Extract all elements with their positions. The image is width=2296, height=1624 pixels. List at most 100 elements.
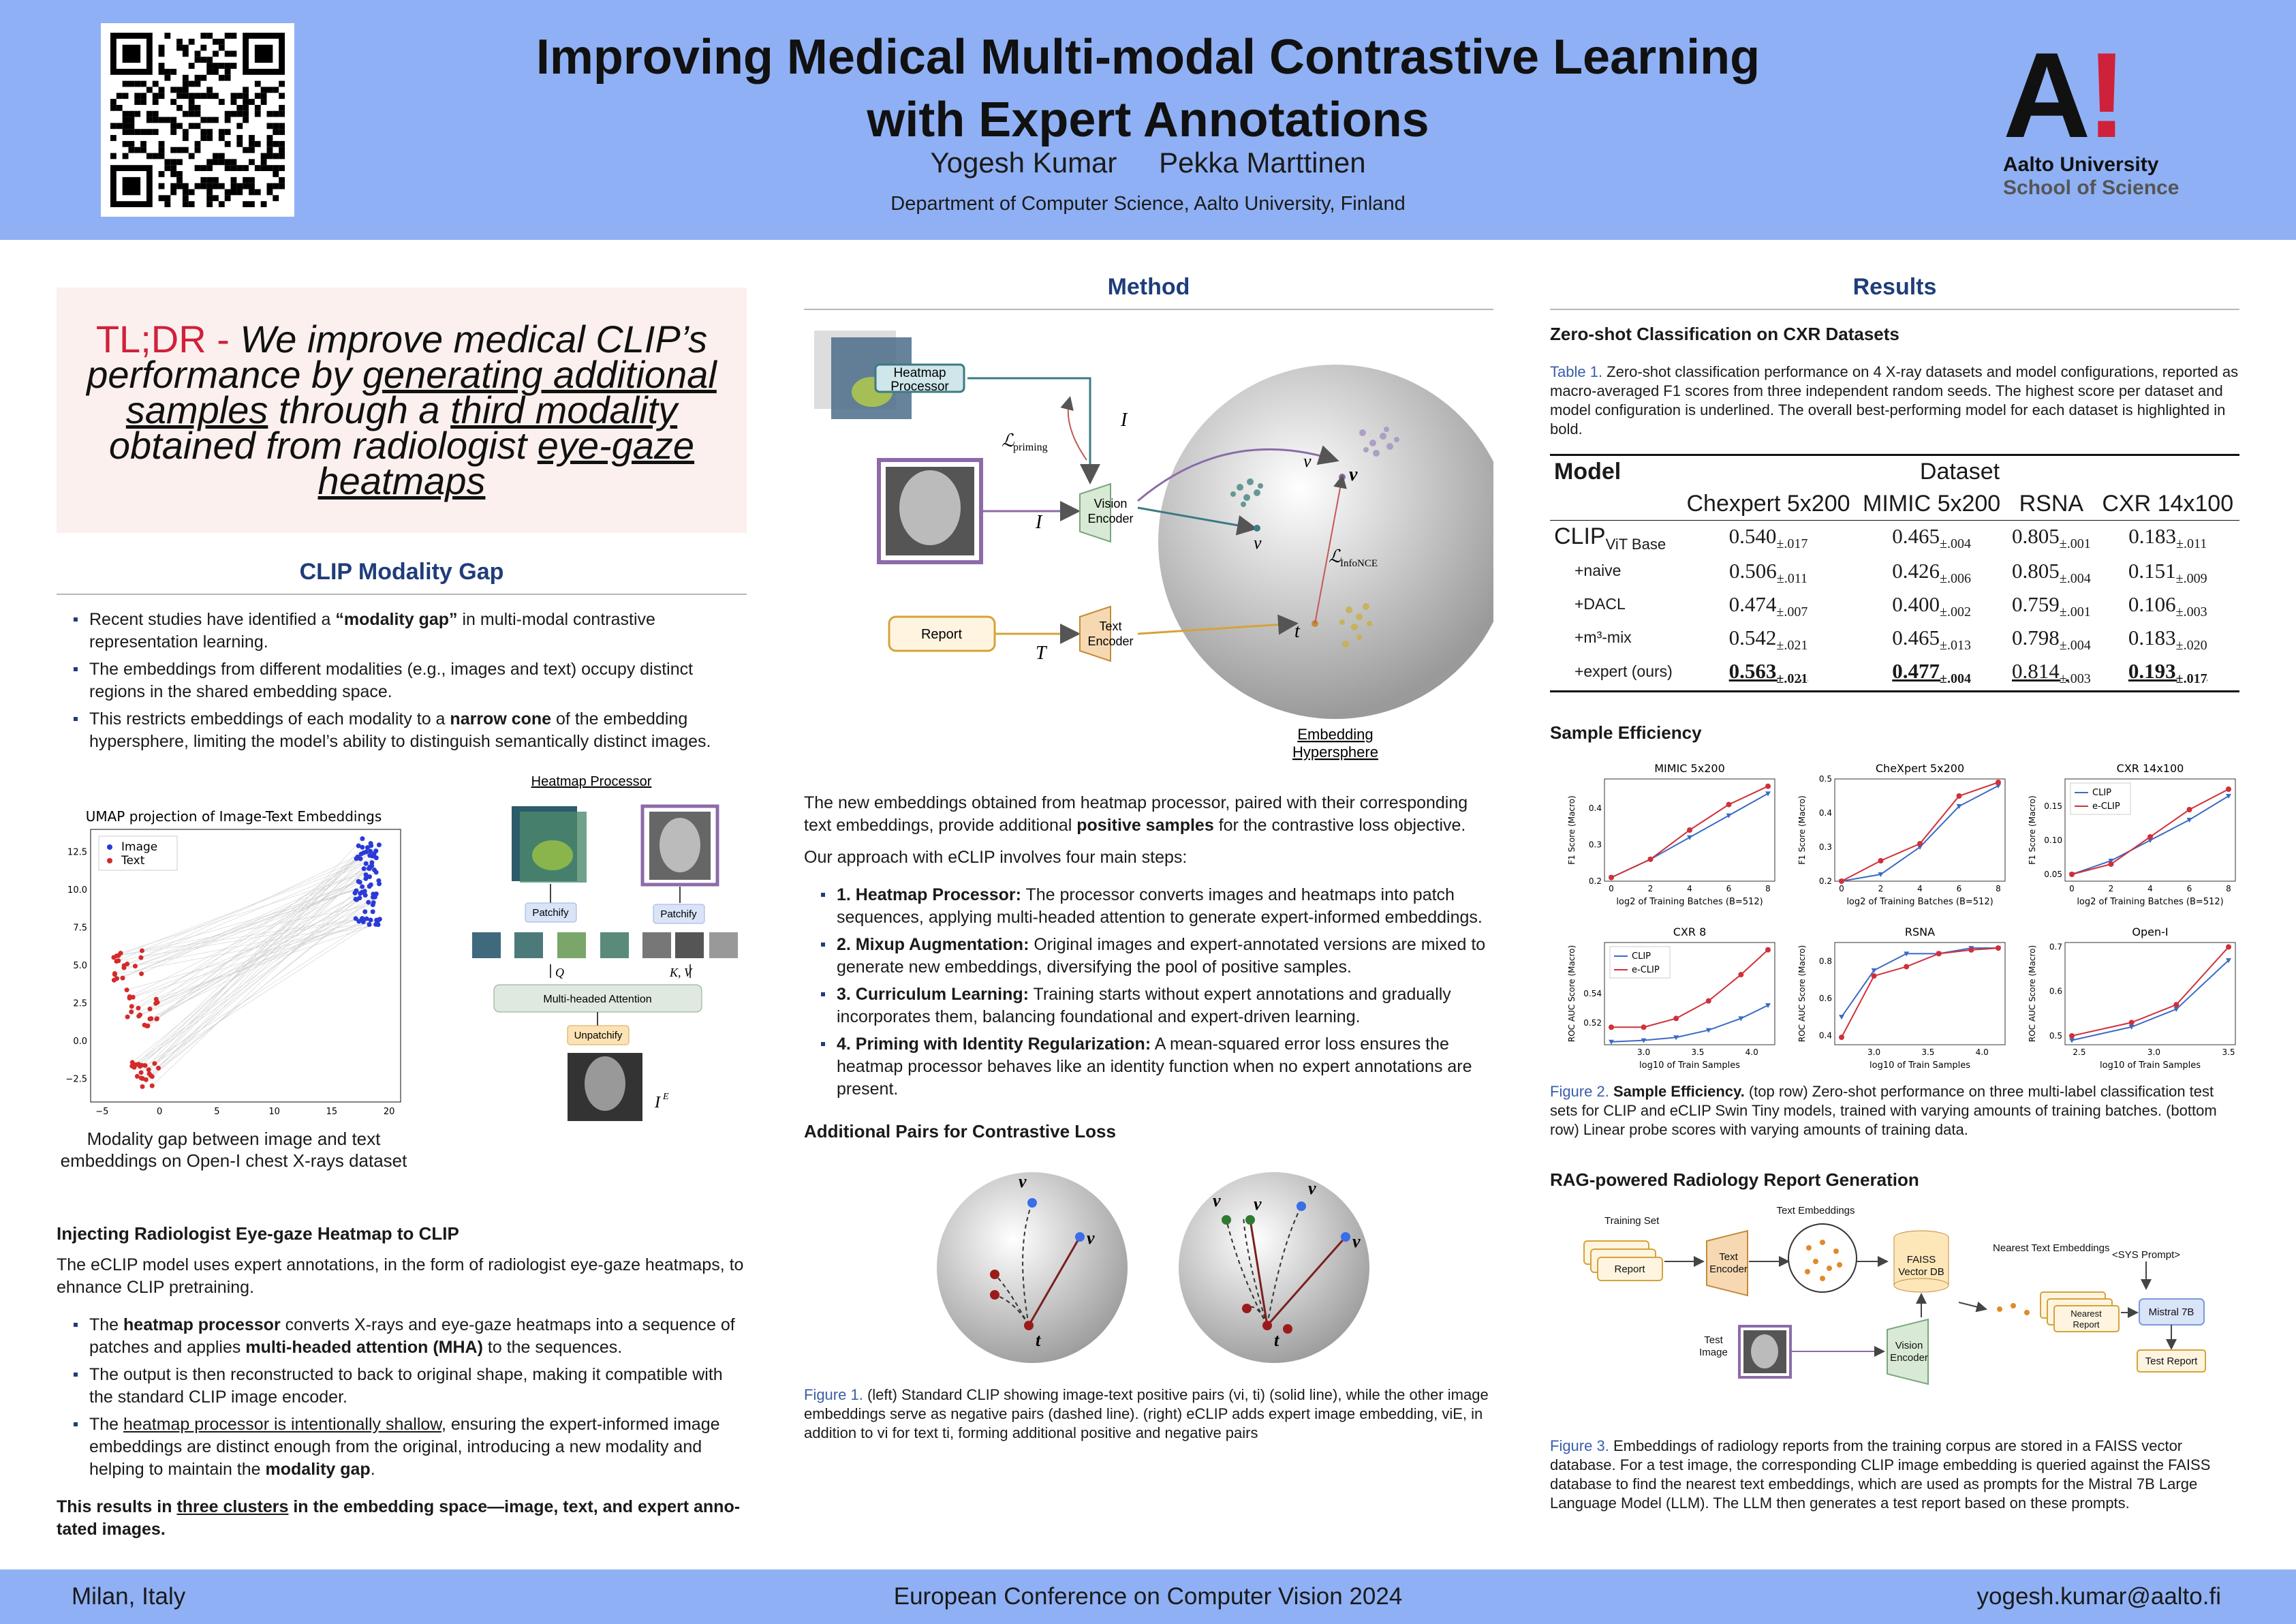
data-point [2173,1007,2179,1012]
svg-text:priming: priming [1013,442,1048,453]
umap-xtick: 5 [214,1107,219,1117]
svg-text:Processor: Processor [890,380,949,394]
data-point [1705,1028,1711,1033]
svg-text:Image: Image [121,840,157,854]
x-tick: 4 [2147,884,2153,893]
table-header-model: Model [1554,459,1622,485]
table-cell: 0.805±.001 [2011,524,2091,552]
data-point [1839,878,1844,884]
data-point [2173,1001,2179,1007]
svg-text:Patchify: Patchify [532,907,569,919]
svg-text:Encoder: Encoder [1087,634,1133,648]
qr-code-image [110,33,285,207]
y-tick: 0.4 [1819,808,1832,818]
results-table: Model Dataset Chexpert 5x200 MIMIC 5x200… [1550,454,2239,692]
poster-title: Improving Medical Multi-modal Contrastiv… [422,26,1874,151]
data-point [1904,964,1910,970]
x-tick: 0 [1839,884,1844,893]
series-line-CLIP [1611,1004,1769,1043]
table-cell: 0.540±.017 [1728,524,1808,552]
series-line-e-CLIP [2071,946,2229,1037]
table-cell: 0.814±.003 [2011,659,2091,687]
table-row-model: +m³-mix [1574,628,1632,647]
svg-text:Encoder: Encoder [1709,1263,1748,1275]
y-label: F1 Score (Macro) [1567,795,1577,864]
list-item: 2. Mixup Augmentation: Original images a… [804,934,1493,979]
svg-text:Text: Text [1099,619,1121,633]
umap-ytick: 12.5 [67,847,87,857]
y-tick: 0.15 [2044,801,2062,811]
rag-title: RAG-powered Radiology Report Generation [1550,1169,1919,1190]
table-col-header: Chexpert 5x200 [1686,491,1850,517]
conclusion: This results in three clusters in the em… [57,1497,741,1539]
series-line-CLIP [1841,947,1998,1017]
svg-text:Vision: Vision [1094,497,1128,510]
chart-title: MIMIC 5x200 [1654,762,1725,775]
data-point [1609,1039,1614,1045]
qr-code[interactable] [101,23,294,217]
table-row-model: CLIPViT Base [1554,523,1666,553]
data-point [2147,833,2153,840]
y-tick: 0.6 [2049,986,2062,996]
umap-xtick: 20 [384,1107,395,1117]
x-tick: 8 [1765,884,1771,893]
umap-text-points [111,948,161,1089]
list-item: The output is then reconstructed to back… [57,1364,747,1409]
data-point [1641,1024,1647,1030]
aalto-logo: A! Aalto University School of Science [2003,35,2207,208]
x-tick: 4 [1917,884,1923,893]
svg-text:t: t [1274,1330,1279,1350]
svg-text:Text: Text [1719,1251,1738,1263]
svg-text:Vision: Vision [1895,1340,1923,1351]
table-row-model: +expert (ours) [1574,662,1673,680]
chart-title: CheXpert 5x200 [1876,762,1964,775]
table-cell: 0.474±.007 [1728,592,1808,620]
list-item: 1. Heatmap Processor: The processor conv… [804,884,1493,929]
table-cell: 0.183±.020 [2128,626,2207,654]
umap-xtick: 10 [268,1107,280,1117]
left-column: TL;DR - We improve medical CLIP’s perfor… [57,240,747,1541]
table-cell: 0.151±.009 [2128,558,2207,586]
data-point [1738,1015,1744,1021]
authors: Yogesh Kumar Pekka Marttinen [422,147,1874,179]
data-point [1996,783,2001,788]
footer-email[interactable]: yogesh.kumar@aalto.fi [1976,1583,2221,1610]
svg-text:CLIP: CLIP [2092,788,2111,798]
data-point [1726,813,1732,818]
list-item: 4. Priming with Identity Regularization:… [804,1033,1493,1101]
chart-title: CXR 14x100 [2117,762,2184,775]
y-label: ROC AUC Score (Macro) [2028,945,2037,1041]
y-tick: 0.2 [1589,876,1602,886]
author-2: Pekka Marttinen [1159,147,1366,179]
svg-text:Report: Report [2073,1319,2099,1330]
svg-text:Heatmap: Heatmap [893,366,946,380]
table-col-header: MIMIC 5x200 [1863,491,2001,517]
middle-column: Method Heatmap Processor I Vision Encode… [804,240,1512,1443]
data-point [1956,793,1962,799]
data-point [1917,840,1923,846]
data-point [1956,803,1962,809]
chart-title: RSNA [1905,925,1935,938]
data-point [1726,801,1732,808]
data-point [1968,947,1974,953]
svg-text:CLIP: CLIP [1632,951,1651,962]
svg-text:Multi-headed Attention: Multi-headed Attention [543,994,651,1005]
svg-text:E: E [662,1092,669,1102]
table-cell: 0.183±.011 [2128,524,2207,552]
svg-text:v: v [1352,1231,1361,1251]
list-item: The heatmap processor is intentionally s… [57,1413,747,1481]
table-cell: 0.477±.004 [1892,659,1971,687]
y-tick: 0.2 [1819,876,1832,886]
svg-text:K, V: K, V [669,966,693,979]
x-label: log10 of Train Samples [1870,1060,1970,1071]
table-cell: 0.193±.017 [2128,659,2207,687]
data-point [2128,1024,2135,1030]
sample-efficiency-title: Sample Efficiency [1550,722,1702,743]
y-label: F1 Score (Macro) [1797,795,1807,864]
data-point [2226,786,2231,792]
data-point [2186,817,2192,823]
table-cell: 0.798±.004 [2011,626,2091,654]
